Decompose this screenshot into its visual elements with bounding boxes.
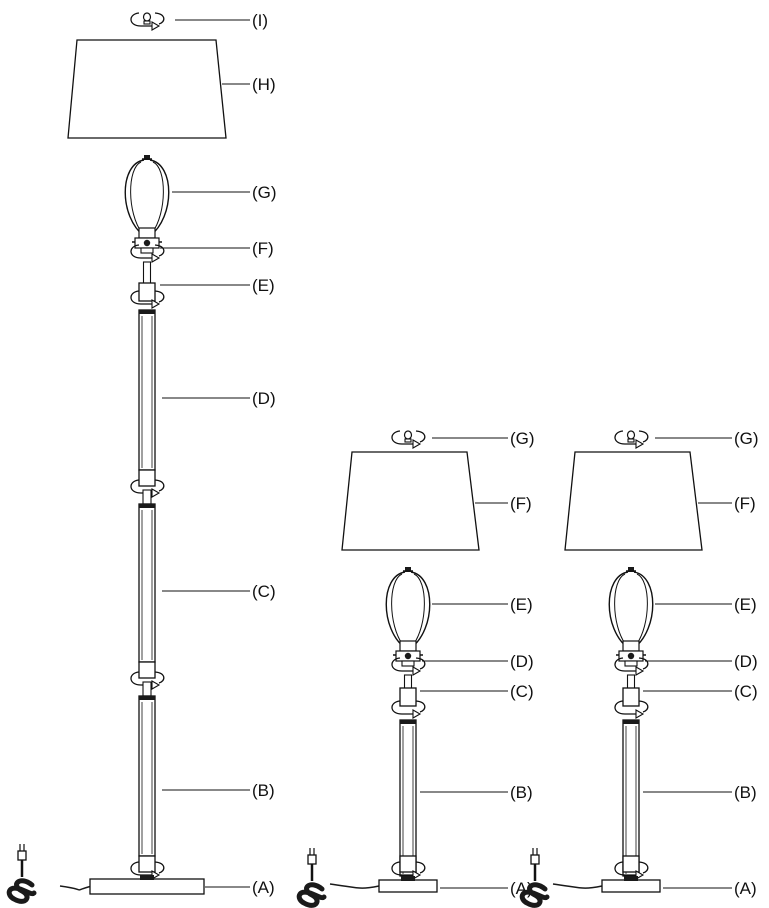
rotate-arrow-icon [614, 430, 649, 449]
part-label-d: (D) [252, 389, 276, 408]
neck-pipe [142, 261, 152, 285]
part-label-b: (B) [510, 783, 533, 802]
table-lamp-left: (G)(F)(E)(D)(C)(B)(A) [296, 429, 535, 908]
thread-rod [142, 681, 152, 697]
pole-tube [138, 695, 156, 857]
part-label-f: (F) [510, 494, 532, 513]
part-label-c: (C) [252, 582, 276, 601]
part-label-i: (I) [252, 11, 268, 30]
part-label-g: (G) [252, 183, 277, 202]
part-label-e: (E) [252, 276, 275, 295]
cord-coil-icon [6, 878, 37, 904]
coupler [622, 687, 640, 707]
plug-icon [530, 848, 540, 881]
coupler [138, 855, 156, 873]
floor-lamp: (I) (H) (G) (F) (E) (D) (C) (B) (A) [6, 11, 277, 904]
part-label-f: (F) [252, 239, 274, 258]
finial-icon [142, 12, 152, 25]
rotate-arrow-icon [130, 479, 165, 498]
lamp-base [378, 879, 438, 893]
finial-icon [403, 430, 413, 443]
part-label-b: (B) [252, 781, 275, 800]
part-label-d: (D) [734, 652, 758, 671]
rotate-arrow-icon [130, 290, 165, 309]
thread-rod [142, 489, 152, 505]
base-collar [624, 876, 638, 881]
part-label-h: (H) [252, 75, 276, 94]
pole-tube [399, 719, 417, 877]
part-label-f: (F) [734, 494, 756, 513]
pole-tube [138, 309, 156, 471]
rotate-arrow-icon [391, 657, 426, 676]
harp [385, 567, 431, 649]
power-cord [59, 885, 91, 891]
part-label-b: (B) [734, 783, 757, 802]
part-label-a: (A) [252, 878, 275, 897]
part-label-g: (G) [734, 429, 759, 448]
harp [124, 155, 170, 237]
part-label-g: (G) [510, 429, 535, 448]
coupler [138, 661, 156, 679]
neck-pipe [403, 674, 413, 690]
coupler [399, 855, 417, 873]
rotate-arrow-icon [614, 700, 649, 719]
power-cord [552, 883, 603, 889]
coupler [138, 469, 156, 487]
socket [132, 227, 162, 254]
part-label-e: (E) [510, 595, 533, 614]
rotate-arrow-icon [391, 700, 426, 719]
base-collar [140, 875, 154, 880]
lamp-shade [341, 451, 480, 551]
neck-pipe [626, 674, 636, 690]
pole-tube [138, 503, 156, 663]
part-label-c: (C) [510, 682, 534, 701]
coupler [399, 687, 417, 707]
plug-icon [307, 848, 317, 881]
lamp-shade [564, 451, 703, 551]
part-label-c: (C) [734, 682, 758, 701]
rotate-arrow-icon [130, 671, 165, 690]
rotate-arrow-icon [130, 244, 165, 263]
pole-tube [622, 719, 640, 877]
table-lamp-right: (G) (F) (E) (D) (C) (B) (A) [519, 429, 759, 908]
finial-icon [626, 430, 636, 443]
socket [393, 640, 423, 667]
lamp-base [601, 879, 661, 893]
power-cord [329, 883, 380, 889]
lamp-base [89, 878, 205, 895]
part-label-a: (A) [734, 879, 757, 898]
cord-coil-icon [519, 882, 550, 908]
part-label-d: (D) [510, 652, 534, 671]
base-collar [401, 876, 415, 881]
plug-icon [17, 844, 27, 877]
socket [616, 640, 646, 667]
harp [608, 567, 654, 649]
cord-coil-icon [296, 882, 327, 908]
part-label-e: (E) [734, 595, 757, 614]
coupler [622, 855, 640, 873]
rotate-arrow-icon [614, 657, 649, 676]
lamp-shade [67, 39, 227, 139]
rotate-arrow-icon [391, 430, 426, 449]
coupler [138, 282, 156, 302]
rotate-arrow-icon [130, 12, 165, 31]
